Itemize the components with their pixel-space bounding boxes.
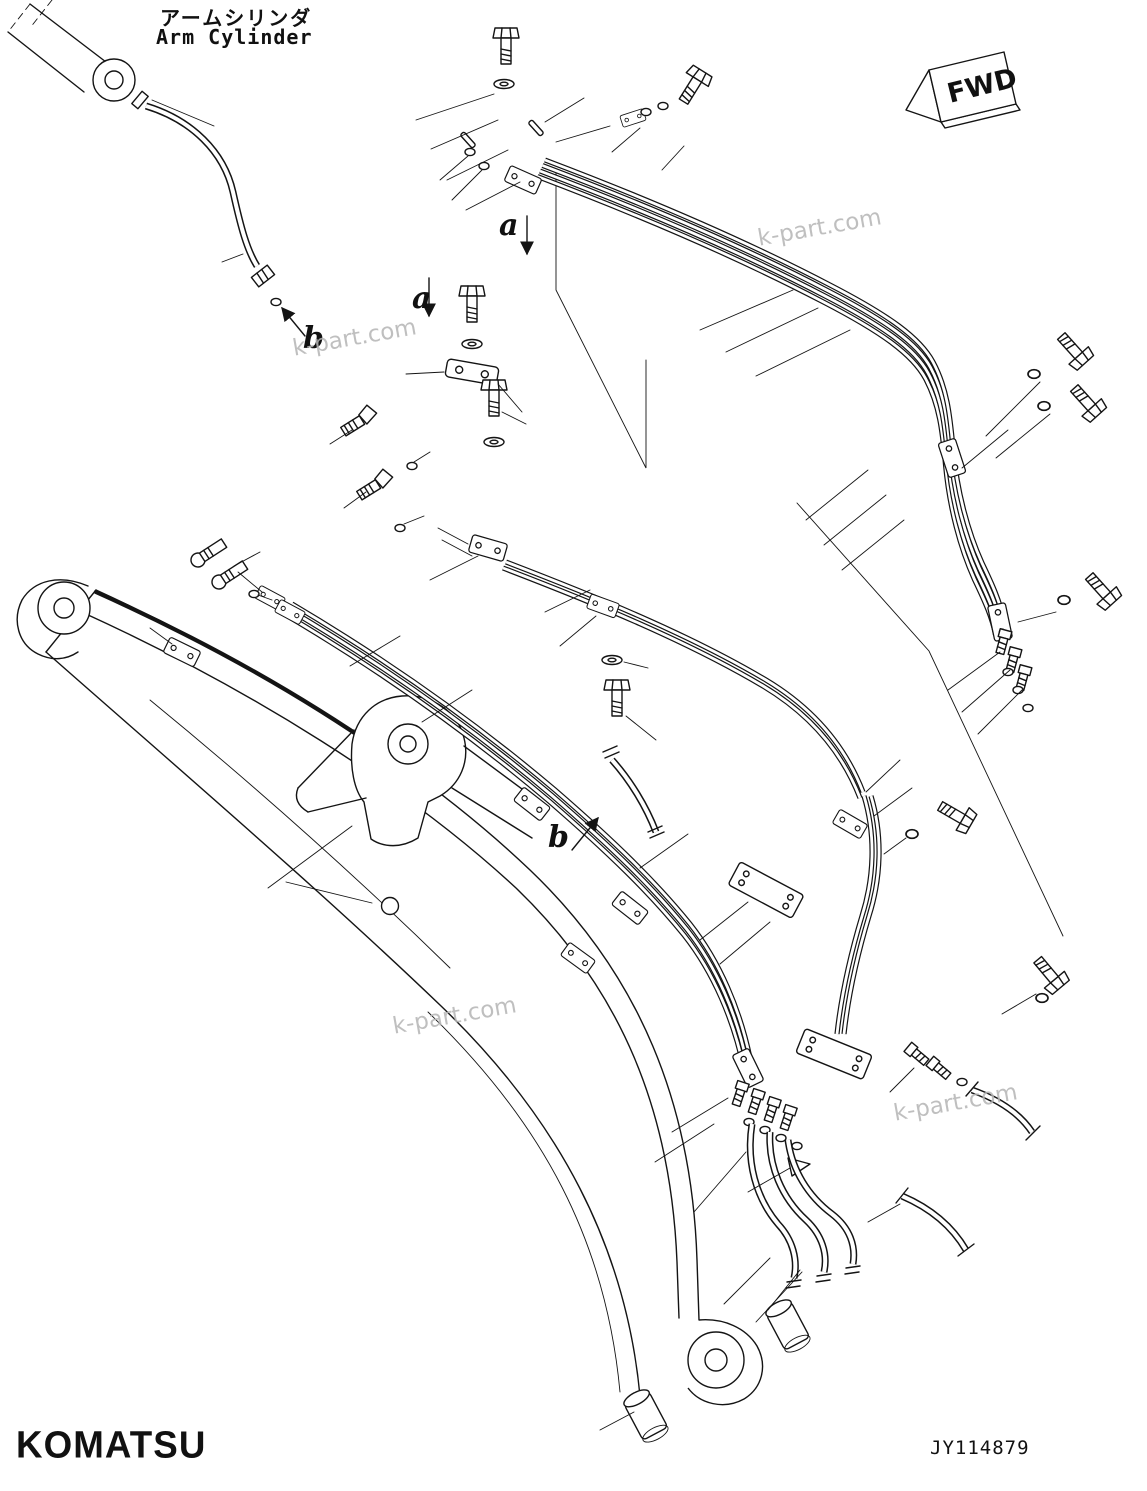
- boom-structure: [16, 579, 811, 1443]
- callout-a-mid: a: [412, 281, 432, 316]
- spring-pin: [459, 130, 477, 150]
- title-english: Arm Cylinder: [156, 25, 313, 49]
- clamp-plate: [727, 860, 805, 920]
- hose-fitting: [903, 1041, 931, 1068]
- tube-clamp: [503, 164, 543, 196]
- washer: [493, 78, 515, 90]
- callout-a-upper: a: [499, 208, 519, 243]
- left-fittings: [187, 536, 260, 599]
- title-japanese: アームシリンダ: [160, 6, 313, 30]
- boom-cylinder-bracket: [350, 695, 467, 847]
- boom-bushing-lower: [623, 1389, 669, 1443]
- fwd-direction-flag: FWD: [905, 51, 1021, 129]
- hex-bolt: [492, 27, 520, 65]
- elbow-fittings: [337, 402, 418, 533]
- hose-end-fitting: [250, 264, 276, 288]
- callout-b-mid: b: [548, 820, 569, 855]
- leader-lines: [149, 93, 1057, 1431]
- mid-piping-run: [437, 527, 1072, 1257]
- boom-web-boss: [380, 896, 400, 916]
- detail-a-hardware: [444, 285, 508, 448]
- komatsu-logo: KOMATSU: [16, 1423, 207, 1467]
- callout-b-top: b: [303, 321, 324, 356]
- top-hardware-cluster: [459, 27, 715, 150]
- clamp-plate-small: [444, 358, 500, 386]
- drawing-number: JY114879: [930, 1437, 1030, 1459]
- boom-piping-run: [253, 584, 861, 1289]
- boom-bushing-right: [765, 1299, 811, 1353]
- hydraulic-line-bundle-upper: [464, 147, 1034, 713]
- o-ring: [270, 297, 282, 307]
- washer: [601, 654, 623, 666]
- arm-cylinder-assembly: [7, 0, 282, 307]
- banjo-fitting: [187, 536, 229, 571]
- section-boundary-lines: [555, 169, 1064, 937]
- callout-arrows: [281, 215, 599, 851]
- hex-bolt: [603, 679, 631, 717]
- clamp-plate: [795, 1027, 873, 1081]
- tube-clamp: [937, 437, 967, 479]
- right-bolts: [1027, 326, 1124, 613]
- elbow-fitting: [337, 402, 380, 438]
